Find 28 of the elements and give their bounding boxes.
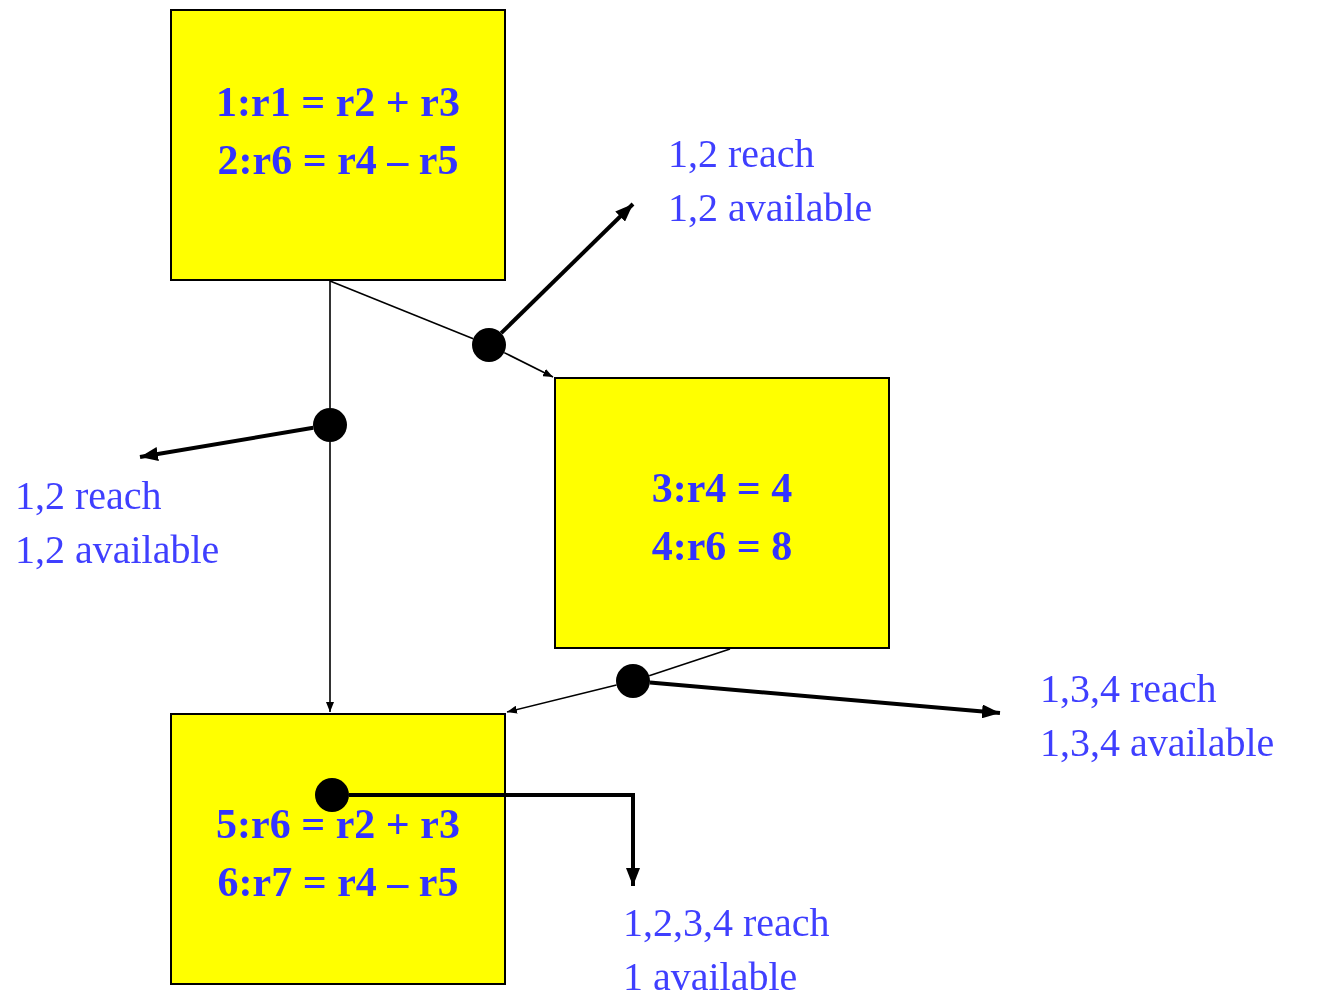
annotation-text: 1,3,4 reach [1040, 665, 1217, 713]
statement-text: 4:r6 = 8 [650, 522, 794, 571]
statement-text: 3:r4 = 4 [650, 464, 794, 513]
arrow [139, 425, 314, 461]
arrow [506, 684, 618, 714]
junction-dot [315, 778, 349, 812]
statement-text: 6:r7 = r4 – r5 [216, 858, 460, 907]
annotation-text: 1,2 available [668, 184, 873, 232]
annotation-text: 1,2 reach [15, 472, 162, 520]
junction-dot [472, 328, 506, 362]
arrow [326, 441, 334, 713]
statement-text: 5:r6 = r2 + r3 [215, 800, 461, 849]
statement-text: 1:r1 = r2 + r3 [215, 78, 461, 127]
arrow [499, 202, 635, 335]
annotation-text: 1,2 available [15, 526, 220, 574]
arrow [649, 680, 1001, 719]
arrow [349, 793, 640, 886]
junction-dot [313, 408, 347, 442]
basic-block-box [554, 377, 890, 649]
junction-dot [616, 664, 650, 698]
basic-block-box [170, 713, 506, 985]
basic-block-box [170, 9, 506, 281]
annotation-text: 1,3,4 available [1040, 719, 1275, 767]
annotation-text: 1,2 reach [668, 130, 815, 178]
annotation-text: 1,2,3,4 reach [623, 899, 830, 947]
arrow [503, 351, 554, 378]
statement-text: 2:r6 = r4 – r5 [216, 136, 460, 185]
annotation-text: 1 available [623, 953, 798, 1001]
